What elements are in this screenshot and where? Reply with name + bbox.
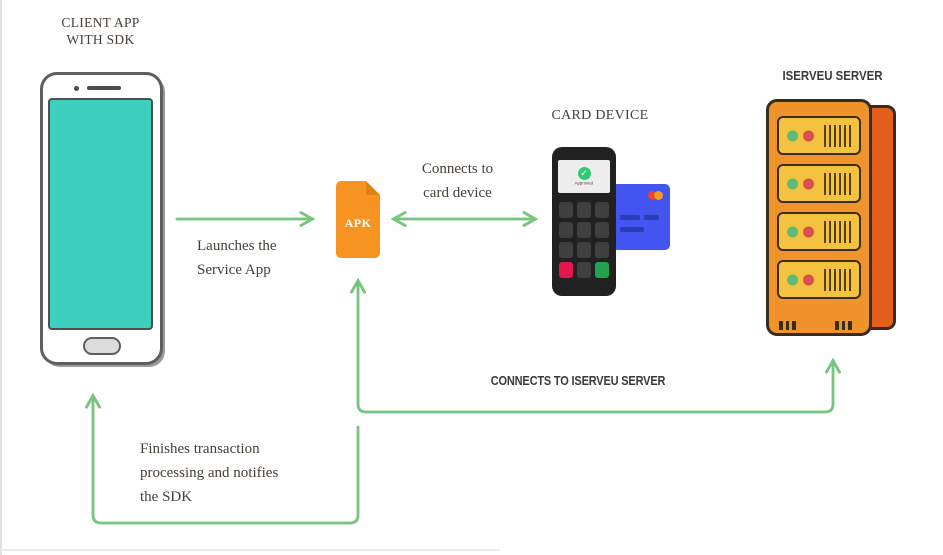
green-light-icon — [787, 226, 798, 237]
credit-card — [612, 184, 670, 250]
approved-check-icon: ✓ — [577, 166, 591, 180]
keypad-key — [559, 202, 573, 218]
server-vents — [824, 172, 852, 195]
iserveu-server — [766, 99, 896, 336]
notify-label: Finishes transaction processing and noti… — [140, 437, 278, 509]
card-number-bar — [620, 227, 644, 232]
phone-screen — [48, 98, 153, 330]
connect-card-label: Connects to card device — [390, 157, 525, 205]
keypad-cancel-key — [559, 262, 573, 278]
keypad-key — [577, 242, 591, 258]
green-light-icon — [787, 178, 798, 189]
notify-label-line3: the SDK — [140, 489, 193, 505]
arrow-apk-iserveu-server — [358, 282, 833, 414]
connect-card-line2: card device — [423, 185, 492, 201]
phone-speaker — [87, 86, 121, 90]
apk-label: APK — [344, 216, 372, 230]
keypad-key — [559, 222, 573, 238]
terminal-screen: ✓ Approved — [558, 160, 610, 193]
apk-file-icon: APK — [336, 181, 380, 258]
server-title: ISERVEU SERVER — [782, 68, 883, 83]
launch-label-line2: Service App — [197, 262, 271, 278]
arrow-notify-sdk — [93, 397, 360, 525]
client-app-title: CLIENT APP WITH SDK — [28, 14, 173, 48]
keypad-key — [577, 202, 591, 218]
phone-home-button — [82, 337, 121, 355]
server-vents — [824, 220, 852, 243]
green-light-icon — [787, 274, 798, 285]
server-rack-unit — [777, 260, 861, 299]
keypad-key — [595, 242, 609, 258]
keypad-key — [595, 202, 609, 218]
red-light-icon — [803, 130, 814, 141]
phone-camera-dot — [74, 86, 79, 91]
card-device-title: CARD DEVICE — [551, 108, 649, 123]
keypad-key — [577, 262, 591, 278]
card-number-bar — [620, 215, 640, 220]
red-light-icon — [803, 274, 814, 285]
server-feet — [779, 321, 796, 330]
keypad-key — [595, 222, 609, 238]
client-app-title-line1: CLIENT APP — [61, 15, 140, 30]
launch-label-line1: Launches the — [197, 238, 277, 254]
server-rack-unit — [777, 212, 861, 251]
notify-label-line2: processing and notifies — [140, 465, 279, 481]
server-vents — [824, 268, 852, 291]
server-rack-unit — [777, 164, 861, 203]
green-light-icon — [787, 130, 798, 141]
card-number-bar — [644, 215, 659, 220]
server-body — [766, 99, 872, 336]
launch-label: Launches the Service App — [197, 234, 277, 282]
server-rack-unit — [777, 116, 861, 155]
server-feet — [835, 321, 852, 330]
terminal-keypad — [559, 202, 609, 278]
mastercard-icon — [648, 191, 664, 200]
connect-card-line1: Connects to — [421, 161, 494, 177]
keypad-key — [577, 222, 591, 238]
connect-server-label: CONNECTS TO ISERVEU SERVER — [490, 374, 666, 388]
approved-text: Approved — [574, 181, 594, 186]
keypad-key — [559, 242, 573, 258]
red-light-icon — [803, 226, 814, 237]
page-edge-left — [0, 0, 2, 555]
client-app-title-line2: WITH SDK — [66, 32, 135, 47]
card-terminal: ✓ Approved — [552, 147, 616, 296]
client-phone — [40, 72, 163, 365]
server-vents — [824, 124, 852, 147]
notify-label-line1: Finishes transaction — [140, 441, 260, 457]
keypad-enter-key — [595, 262, 609, 278]
page-edge-bottom — [0, 549, 500, 551]
red-light-icon — [803, 178, 814, 189]
